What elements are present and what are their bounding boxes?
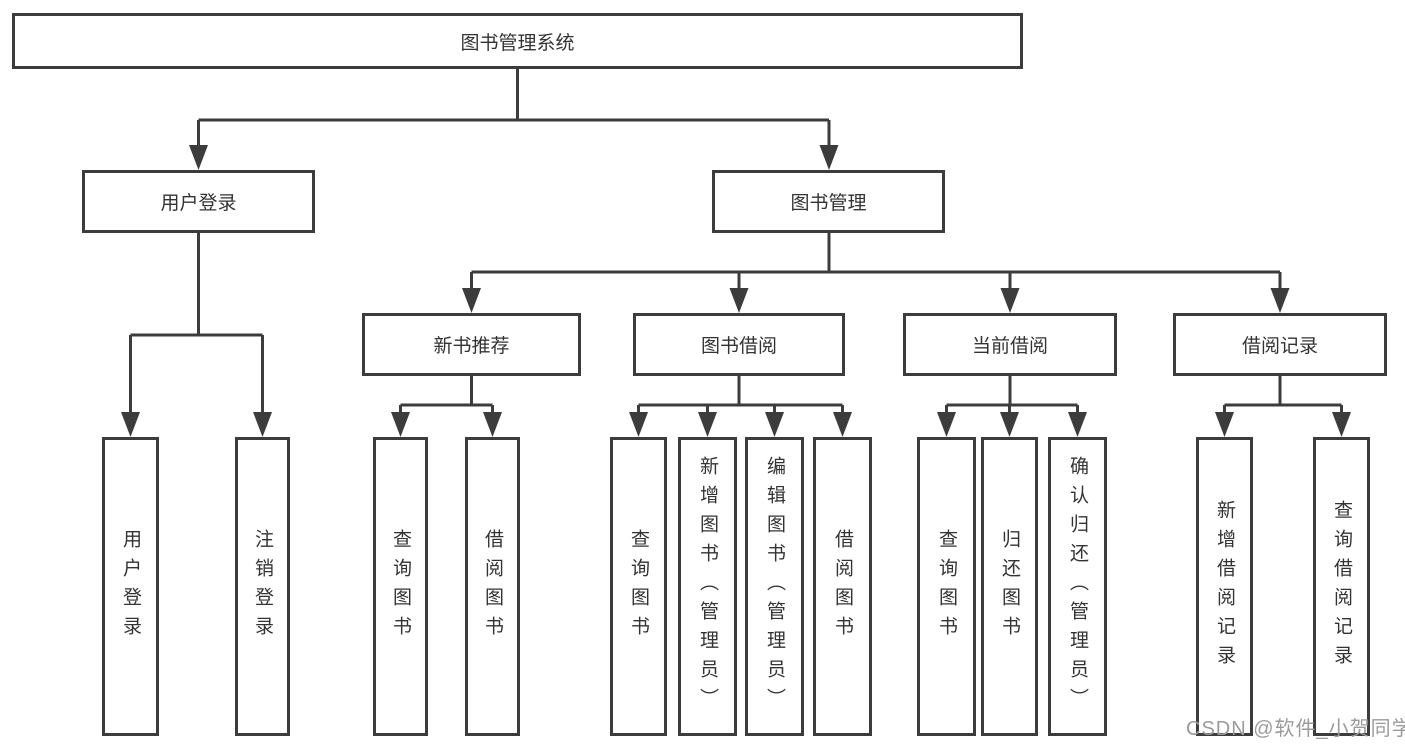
node-book-management: 图书管理	[712, 170, 945, 233]
leaf-br-add-record: 新增借阅记录	[1196, 437, 1253, 736]
leaf-user-login: 用户登录	[102, 437, 159, 736]
leaf-bb-add-books-admin: 新增图书（管理员）	[678, 437, 737, 736]
leaf-br-query-record: 查询借阅记录	[1313, 437, 1370, 736]
leaf-nb-query-books: 查询图书	[373, 437, 428, 736]
leaf-logout: 注销登录	[235, 437, 290, 736]
leaf-bb-query-books: 查询图书	[610, 437, 667, 736]
node-current-borrowing: 当前借阅	[903, 313, 1117, 376]
node-new-book-recommend: 新书推荐	[362, 313, 581, 376]
node-user-login: 用户登录	[82, 170, 315, 233]
watermark: CSDN @软件_小贺同学	[1186, 718, 1405, 740]
node-root: 图书管理系统	[12, 13, 1023, 69]
leaf-cb-confirm-return-admin: 确认归还（管理员）	[1048, 437, 1107, 736]
leaf-cb-return-books: 归还图书	[981, 437, 1038, 736]
leaf-bb-borrow-books: 借阅图书	[813, 437, 872, 736]
leaf-nb-borrow-books: 借阅图书	[465, 437, 520, 736]
leaf-cb-query-books: 查询图书	[917, 437, 976, 736]
node-borrowing-records: 借阅记录	[1173, 313, 1387, 376]
leaf-bb-edit-books-admin: 编辑图书（管理员）	[745, 437, 804, 736]
node-book-borrowing: 图书借阅	[633, 313, 845, 376]
arrowheads	[121, 145, 1351, 437]
